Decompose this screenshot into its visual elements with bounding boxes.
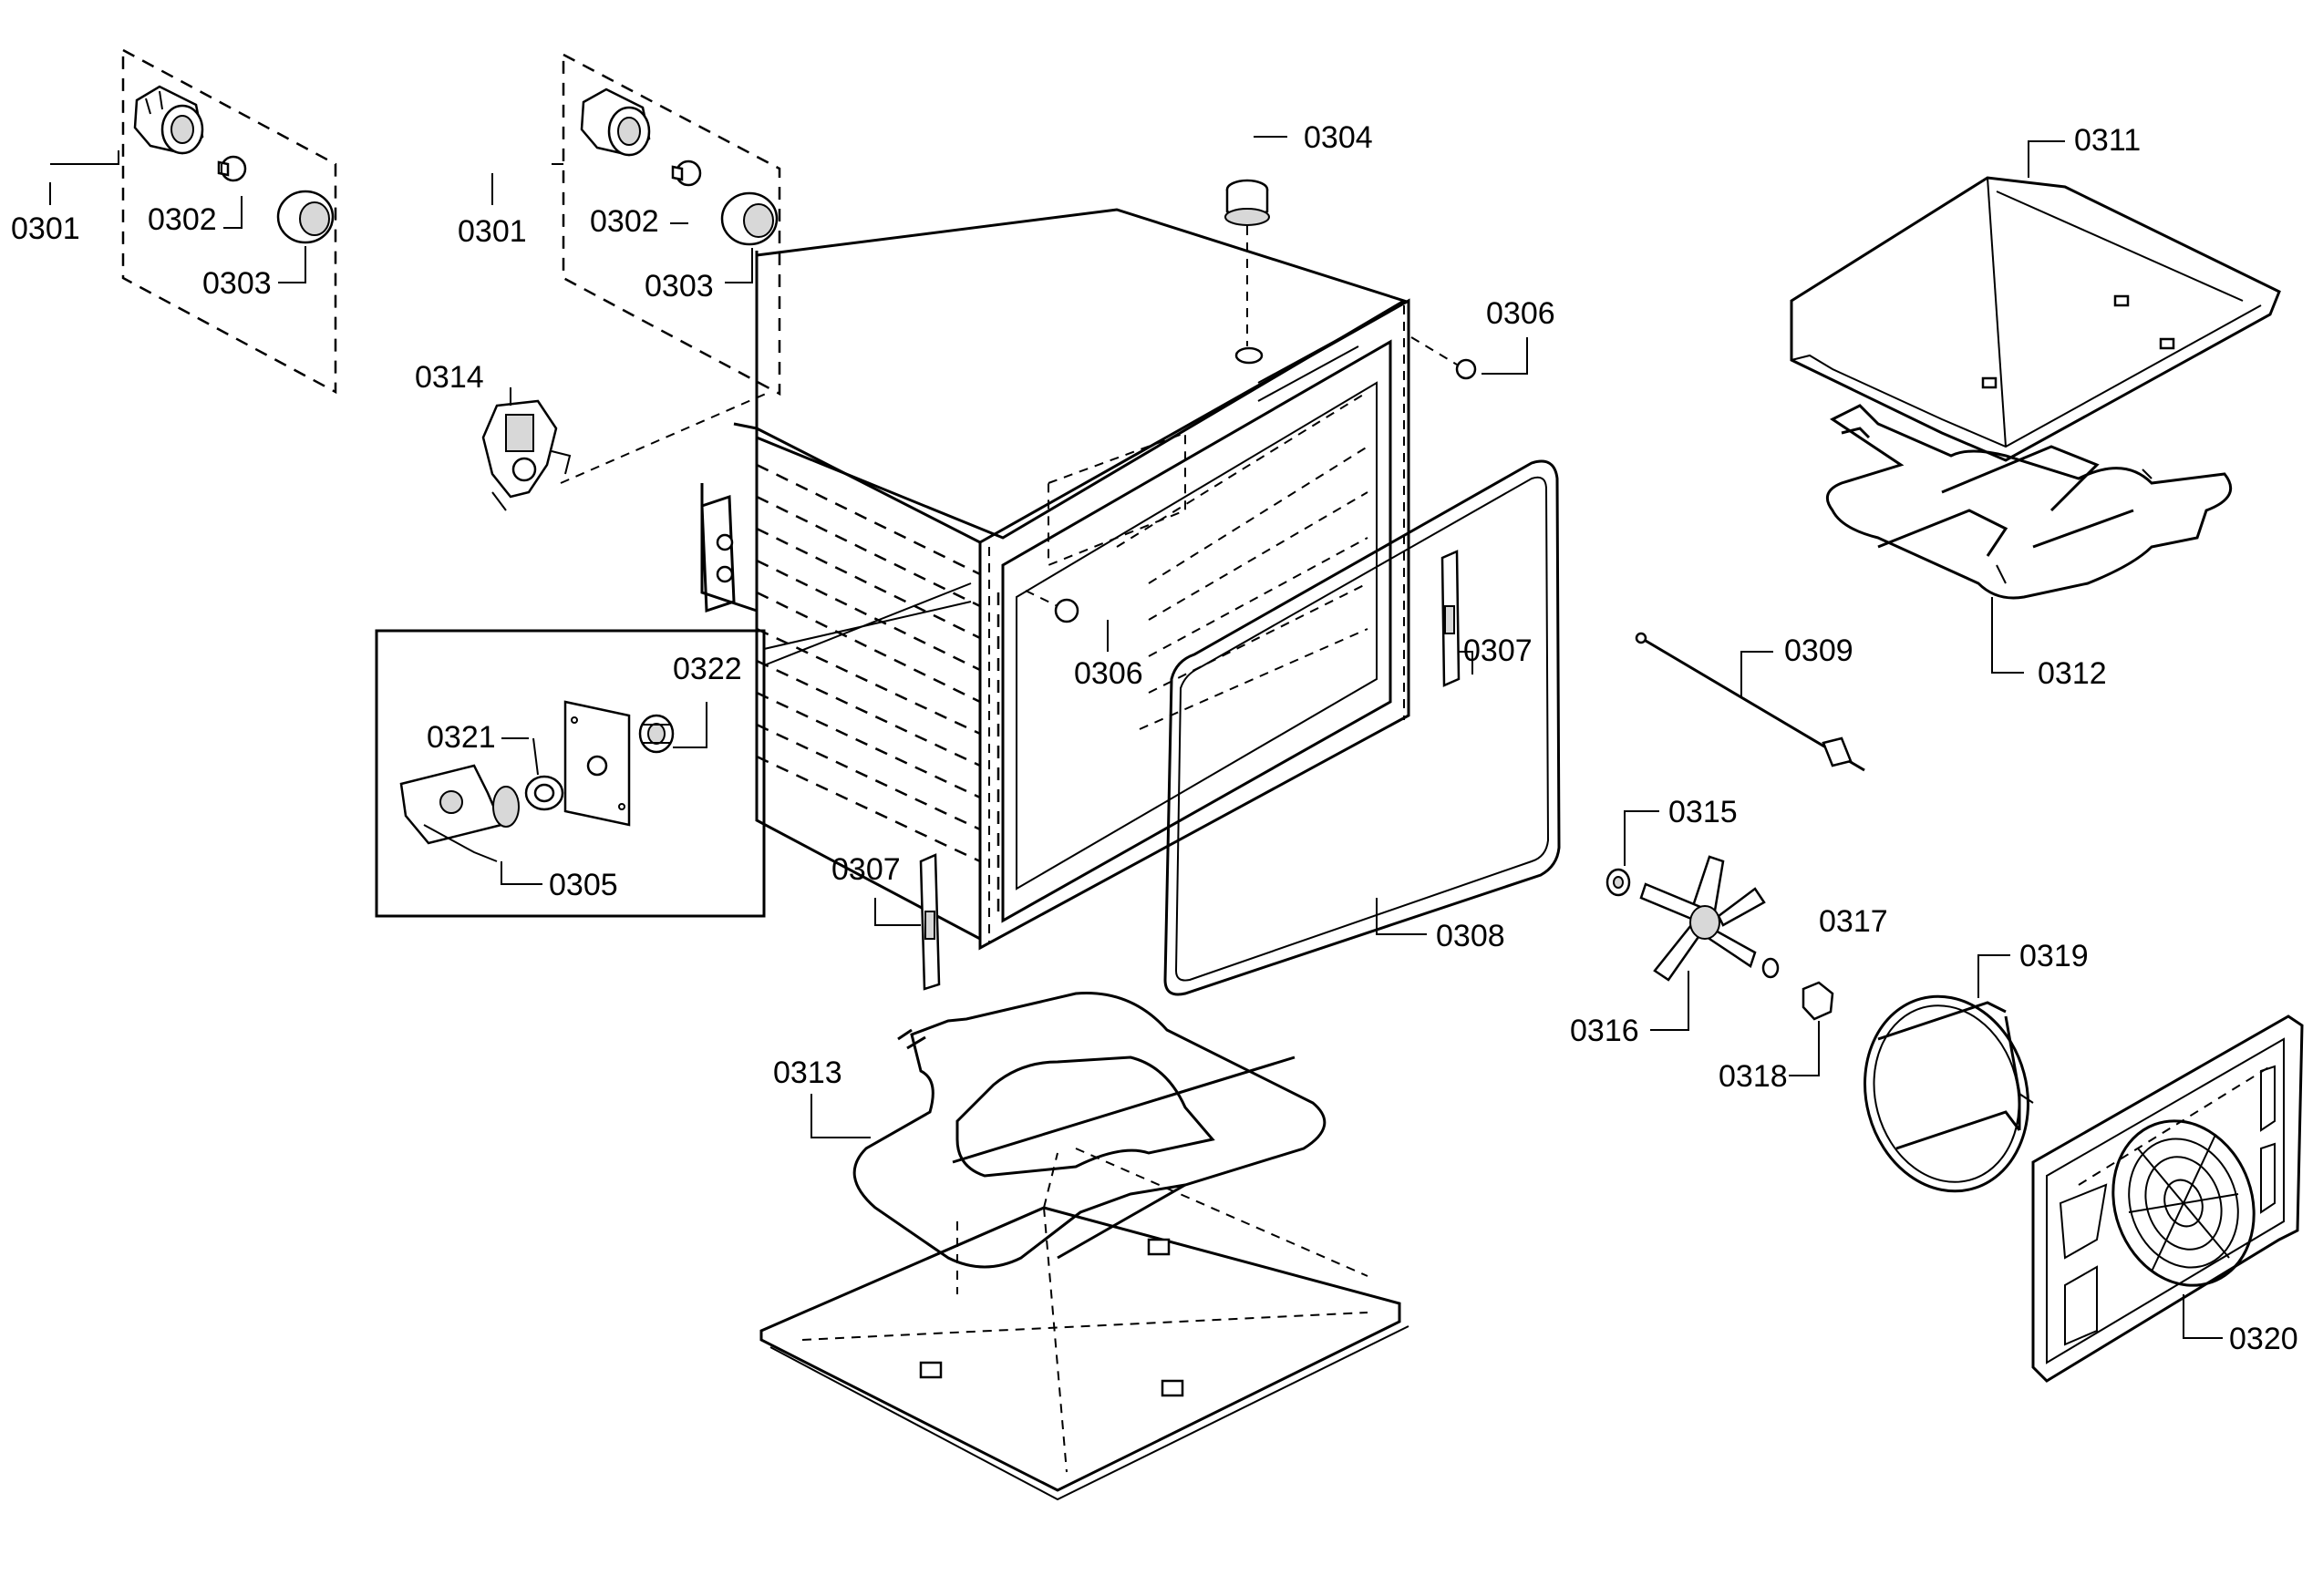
hinge-right bbox=[1440, 550, 1461, 687]
label-0306-front: 0306 bbox=[1074, 656, 1143, 691]
threaded-nut bbox=[638, 714, 675, 754]
label-0315: 0315 bbox=[1668, 795, 1738, 829]
part-labels: 0301 0302 0303 0301 0302 0303 0304 0306 … bbox=[11, 120, 2298, 1356]
lamp-bulb-right bbox=[671, 160, 702, 187]
cavity-interior-lines bbox=[1048, 391, 1368, 730]
label-0314: 0314 bbox=[415, 360, 484, 395]
bottom-pan bbox=[759, 1148, 1409, 1501]
bottom-heating-element bbox=[852, 992, 1327, 1269]
convection-ring-element bbox=[1864, 994, 2034, 1193]
door-lock-motor bbox=[481, 393, 767, 511]
lamp-bulb-left bbox=[217, 155, 247, 182]
lamp-cover-right bbox=[720, 191, 779, 246]
screw-top-right bbox=[1410, 336, 1477, 380]
screw-front-left bbox=[1025, 590, 1079, 623]
label-0307-left: 0307 bbox=[831, 852, 901, 887]
label-0303-left: 0303 bbox=[202, 266, 272, 301]
mounting-plate bbox=[563, 700, 631, 827]
lamp-assembly-right bbox=[562, 52, 781, 396]
label-0319: 0319 bbox=[2019, 939, 2089, 973]
label-0303-right: 0303 bbox=[645, 269, 714, 304]
thermostat-bracket bbox=[399, 764, 520, 862]
top-heater-cover bbox=[1790, 176, 2281, 462]
label-0322: 0322 bbox=[673, 652, 742, 686]
fan-small-washer bbox=[1761, 957, 1780, 979]
label-0306-top: 0306 bbox=[1486, 296, 1555, 331]
label-0305: 0305 bbox=[549, 868, 618, 902]
label-0307-right: 0307 bbox=[1463, 633, 1533, 668]
fan-blade bbox=[1639, 855, 1766, 982]
temperature-sensor bbox=[1635, 632, 1865, 772]
door-gasket bbox=[1163, 459, 1561, 996]
rear-fan-cover bbox=[2031, 1014, 2304, 1383]
label-0311: 0311 bbox=[2074, 123, 2141, 158]
label-0312: 0312 bbox=[2038, 656, 2107, 691]
gasket-ring bbox=[524, 775, 564, 811]
lamp-cover-left bbox=[276, 190, 335, 244]
label-0301-left: 0301 bbox=[11, 211, 80, 246]
oven-cavity bbox=[700, 208, 1410, 951]
lamp-assembly-left bbox=[121, 47, 337, 395]
label-0302-left: 0302 bbox=[148, 202, 217, 237]
label-0308: 0308 bbox=[1436, 919, 1505, 953]
leader-lines bbox=[49, 136, 2223, 1339]
hinge-left bbox=[919, 853, 941, 991]
label-0302-right: 0302 bbox=[590, 204, 659, 239]
label-0317: 0317 bbox=[1819, 904, 1888, 939]
lamp-socket-left bbox=[133, 85, 204, 155]
label-0316: 0316 bbox=[1570, 1014, 1639, 1048]
label-0309: 0309 bbox=[1784, 633, 1853, 668]
label-0318: 0318 bbox=[1719, 1059, 1788, 1094]
label-0304: 0304 bbox=[1304, 120, 1373, 155]
label-0320: 0320 bbox=[2229, 1322, 2298, 1356]
cavity-rack-ribs bbox=[756, 463, 981, 863]
label-0301-right: 0301 bbox=[458, 214, 527, 249]
detail-box bbox=[375, 582, 972, 918]
top-fitting bbox=[1224, 179, 1270, 365]
top-heating-element bbox=[1825, 404, 2233, 600]
fan-washer bbox=[1605, 868, 1631, 897]
lamp-socket-right bbox=[580, 88, 651, 157]
label-0321: 0321 bbox=[427, 720, 496, 755]
fan-nut bbox=[1802, 981, 1834, 1021]
label-0313: 0313 bbox=[773, 1055, 842, 1090]
